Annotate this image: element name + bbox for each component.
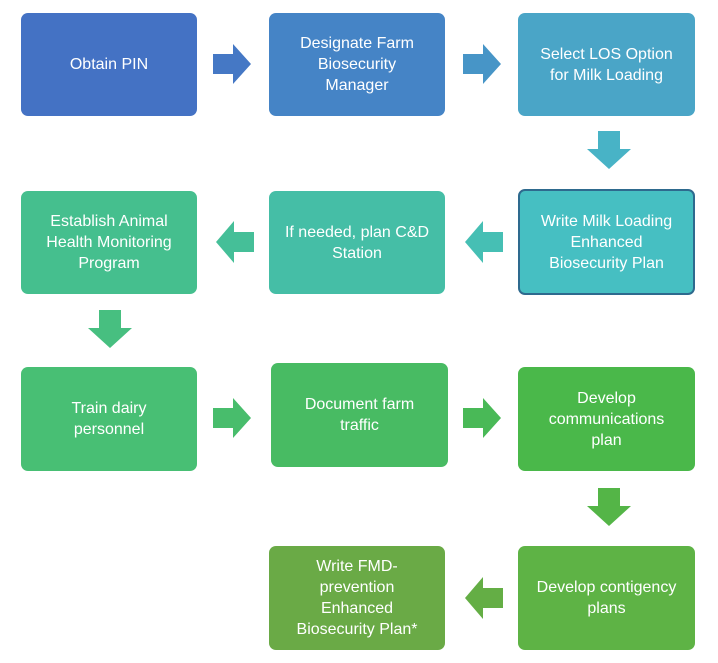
step-label: Train dairy personnel	[71, 400, 147, 438]
step-write-fmd-plan: Write FMD- prevention Enhanced Biosecuri…	[269, 546, 445, 650]
arrow-left-icon	[465, 577, 503, 619]
step-designate-manager: Designate Farm Biosecurity Manager	[269, 13, 445, 116]
arrow-down-icon	[88, 310, 132, 348]
arrow-right-icon	[213, 398, 251, 438]
step-label: Establish Animal Health Monitoring Progr…	[46, 213, 172, 272]
step-contingency-plans: Develop contigency plans	[518, 546, 695, 650]
step-write-milk-loading-plan: Write Milk Loading Enhanced Biosecurity …	[518, 189, 695, 295]
step-establish-health-monitoring: Establish Animal Health Monitoring Progr…	[21, 191, 197, 294]
step-communications-plan: Develop communications plan	[518, 367, 695, 471]
step-label: Document farm traffic	[304, 396, 415, 434]
arrow-right-icon	[213, 44, 251, 84]
step-label: Select LOS Option for Milk Loading	[540, 45, 673, 84]
step-document-farm-traffic: Document farm traffic	[271, 363, 448, 467]
arrow-left-icon	[216, 221, 254, 263]
arrow-down-icon	[587, 131, 631, 169]
step-label: If needed, plan C&D Station	[284, 223, 430, 262]
step-label: Designate Farm Biosecurity Manager	[300, 35, 414, 94]
arrow-down-icon	[587, 488, 631, 526]
arrow-left-icon	[465, 221, 503, 263]
arrow-right-icon	[463, 398, 501, 438]
step-plan-cd-station: If needed, plan C&D Station	[269, 191, 445, 294]
step-label: Write Milk Loading Enhanced Biosecurity …	[540, 212, 673, 272]
step-label: Develop contigency plans	[536, 579, 677, 617]
step-label: Write FMD- prevention Enhanced Biosecuri…	[296, 558, 418, 638]
step-select-los-option: Select LOS Option for Milk Loading	[518, 13, 695, 116]
step-label: Develop communications plan	[548, 389, 665, 449]
step-train-personnel: Train dairy personnel	[21, 367, 197, 471]
arrow-right-icon	[463, 44, 501, 84]
step-obtain-pin: Obtain PIN	[21, 13, 197, 116]
step-label: Obtain PIN	[69, 56, 149, 73]
